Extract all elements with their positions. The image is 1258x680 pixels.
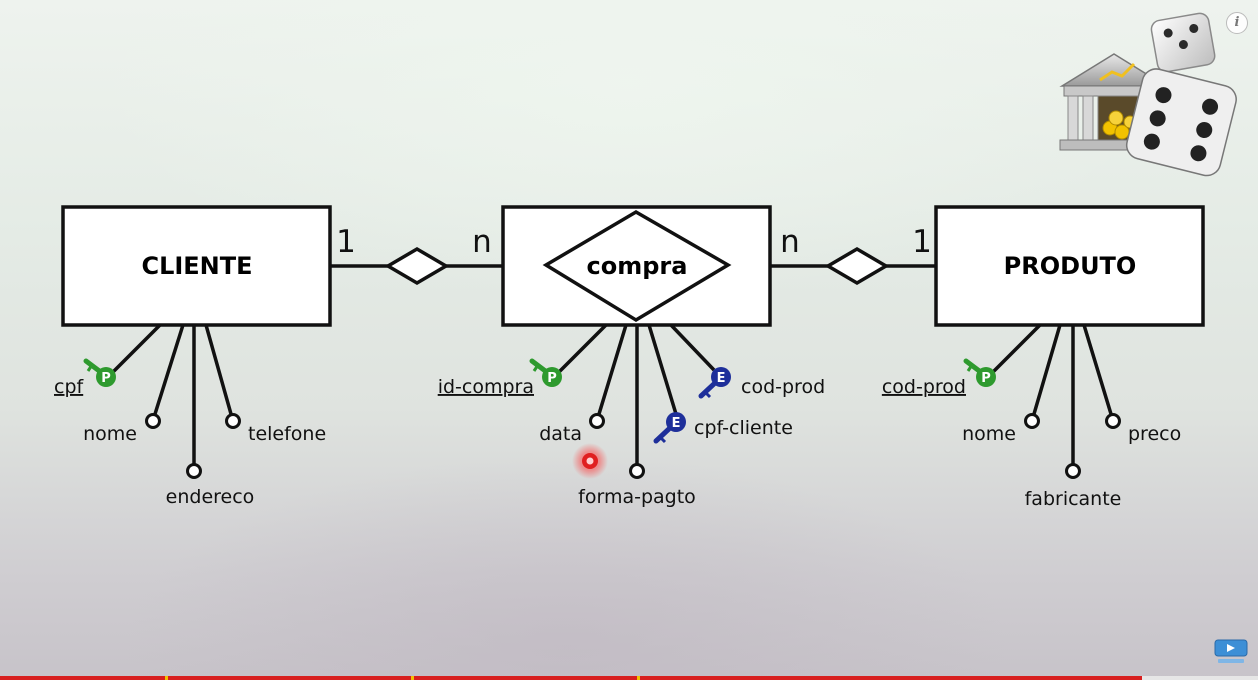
primary-key-icon: P (529, 358, 562, 387)
attribute-circles (145, 413, 1121, 479)
foreign-key-icon: E (698, 367, 731, 399)
chapter-marker (164, 676, 168, 680)
laser-pointer (572, 443, 608, 479)
cardinality-cliente: 1 (336, 224, 356, 260)
attr-compra-id: id-compra (438, 376, 534, 398)
foreign-badge-letter: E (717, 371, 726, 386)
primary-badge-letter: P (101, 371, 111, 386)
attr-cliente-endereco: endereco (166, 486, 255, 508)
primary-key-icon: P (83, 358, 116, 387)
attr-compra-forma-pagto: forma-pagto (578, 486, 696, 508)
entity-compra-label: compra (587, 252, 688, 280)
chapter-marker (636, 676, 640, 680)
video-progress-fill (0, 676, 1143, 680)
attr-produto-preco: preco (1128, 423, 1181, 445)
attr-compra-cod-prod: cod-prod (741, 376, 825, 398)
attr-produto-nome: nome (962, 423, 1016, 445)
bank-dice-icon (1059, 12, 1237, 177)
cardinality-produto: 1 (912, 224, 932, 260)
attr-produto-fabricante: fabricante (1025, 488, 1122, 510)
attribute-lines (107, 323, 1113, 464)
attr-compra-cpf-cliente: cpf-cliente (694, 417, 793, 439)
entity-cliente-label: CLIENTE (141, 252, 252, 280)
foreign-badge-letter: E (672, 416, 681, 431)
video-progress-bar[interactable] (0, 676, 1258, 680)
attr-cliente-telefone: telefone (248, 423, 326, 445)
relationship-diamond-right (824, 246, 890, 286)
compra-inner-diamond (542, 209, 732, 323)
primary-badge-letter: P (547, 371, 557, 386)
attr-produto-cod-prod: cod-prod (882, 376, 966, 398)
chapter-marker (411, 676, 415, 680)
attr-compra-data: data (539, 423, 582, 445)
cardinality-compra-right: n (780, 224, 800, 260)
video-logo-icon (1214, 639, 1248, 663)
entity-produto-label: PRODUTO (1004, 252, 1137, 280)
relationship-diamond-left (384, 246, 450, 286)
primary-badge-letter: P (981, 371, 991, 386)
entity-cliente-box (61, 205, 332, 327)
primary-key-icon: P (963, 358, 996, 387)
cardinality-compra-left: n (472, 224, 492, 260)
info-icon[interactable]: i (1226, 12, 1248, 34)
foreign-key-icon: E (653, 412, 686, 444)
attr-cliente-nome: nome (83, 423, 137, 445)
attr-cliente-cpf: cpf (54, 376, 85, 398)
entity-produto-box (934, 205, 1205, 327)
